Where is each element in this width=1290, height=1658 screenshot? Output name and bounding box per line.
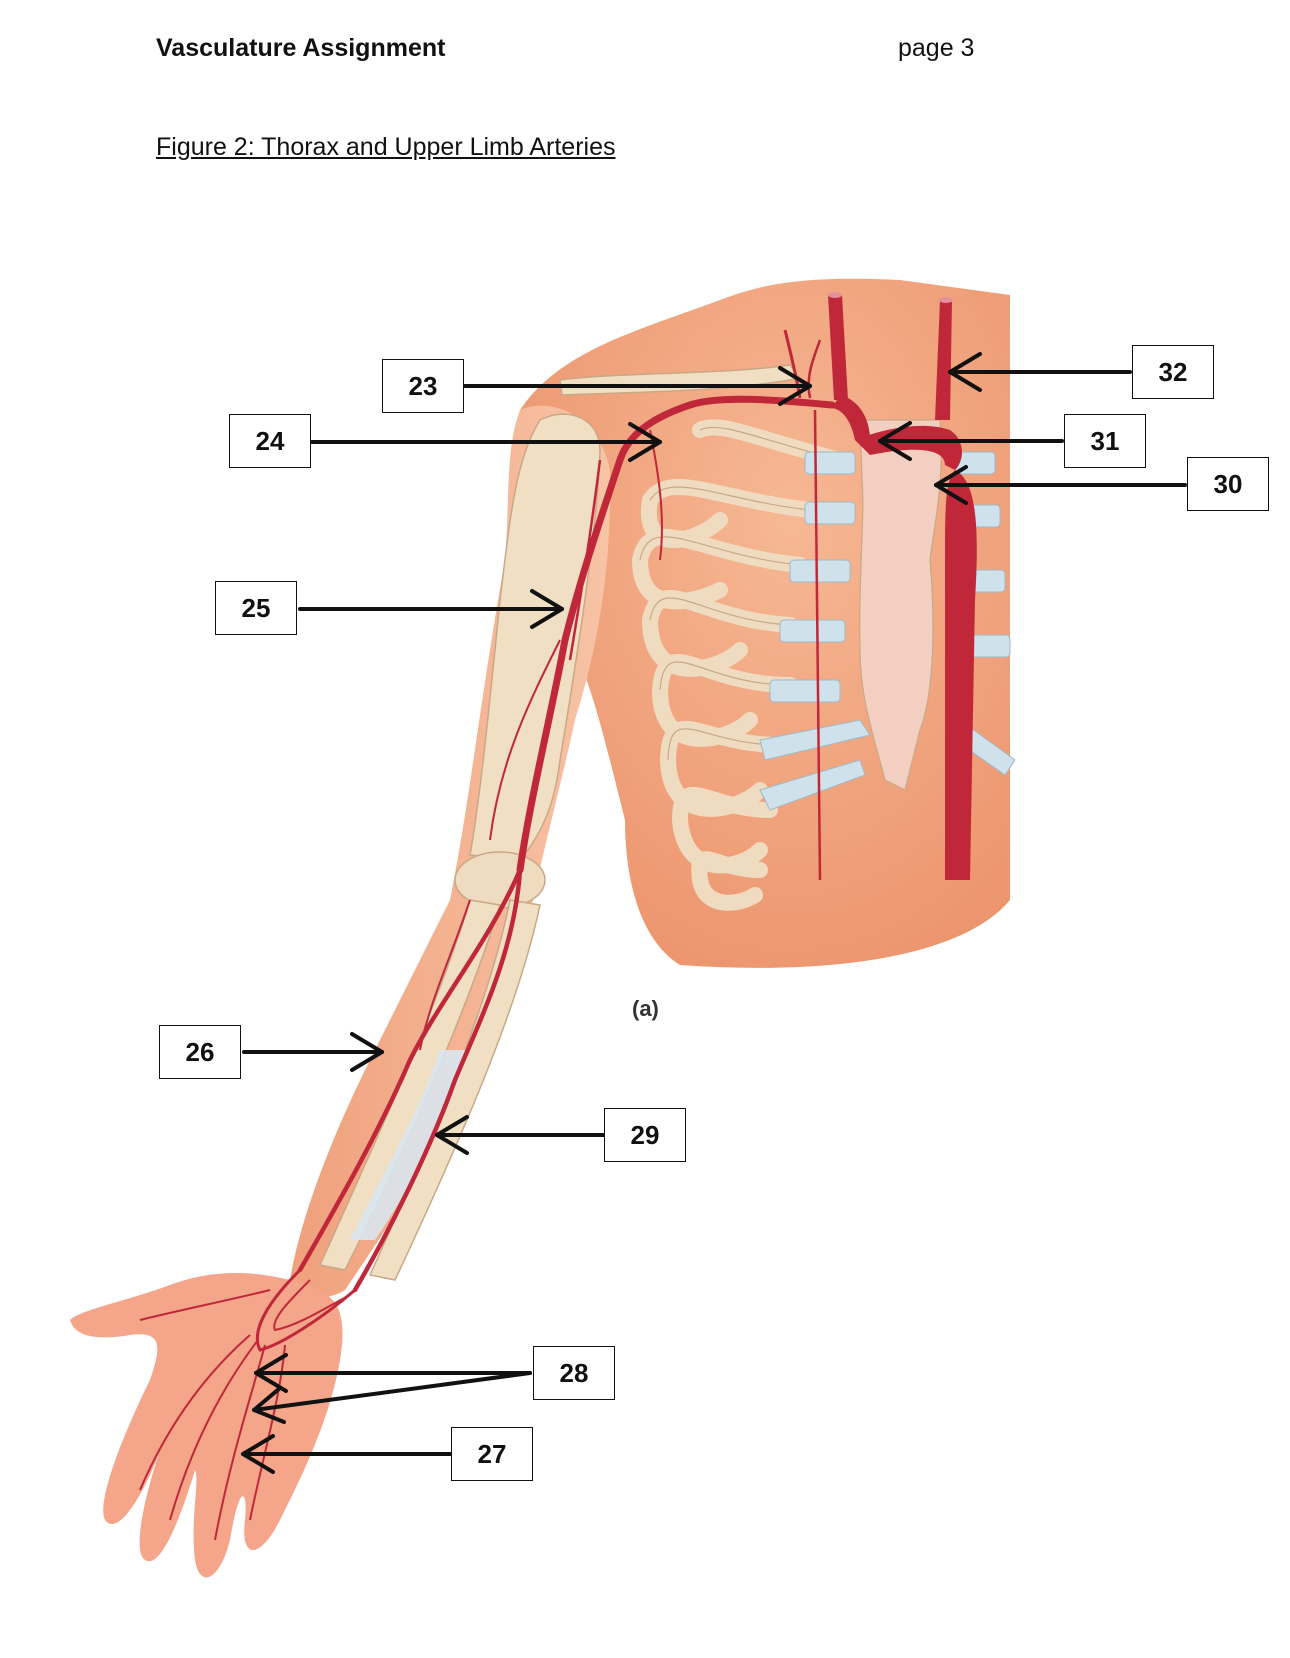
label-27: 27 [451, 1427, 533, 1481]
label-arrows [241, 352, 1187, 1474]
label-23: 23 [382, 359, 464, 413]
sternum-bone [859, 419, 942, 791]
left-common-carotid [935, 300, 952, 420]
elbow-bone [454, 851, 546, 909]
ulnar-artery [352, 867, 523, 1293]
label-24: 24 [229, 414, 311, 468]
figure-caption: Figure 2: Thorax and Upper Limb Arteries [156, 133, 616, 161]
label-26: 26 [159, 1025, 241, 1079]
label-30: 30 [1187, 457, 1269, 511]
label-31: 31 [1064, 414, 1146, 468]
right-common-carotid [828, 295, 848, 400]
label-25: 25 [215, 581, 297, 635]
brachiocephalic-trunk [832, 395, 870, 440]
interosseous-membrane [350, 1050, 470, 1240]
page-number: page 3 [898, 34, 975, 62]
descending-aorta [945, 470, 977, 880]
radial-artery [297, 867, 523, 1273]
palmar-arch-superficial [255, 1268, 356, 1352]
document-title: Vasculature Assignment [156, 34, 446, 62]
digital-arteries [139, 1289, 286, 1541]
palmar-arch-deep [273, 1279, 351, 1332]
panel-letter: (a) [632, 996, 659, 1021]
radius-bone [318, 899, 501, 1271]
label-32: 32 [1132, 345, 1214, 399]
label-29: 29 [604, 1108, 686, 1162]
internal-thoracic-artery [813, 409, 822, 881]
costal-cartilage [759, 451, 1016, 811]
label-28: 28 [533, 1346, 615, 1400]
humerus-bone [469, 413, 601, 861]
subclavian-axillary-brachial-artery [516, 395, 836, 874]
aortic-arch [855, 425, 962, 470]
